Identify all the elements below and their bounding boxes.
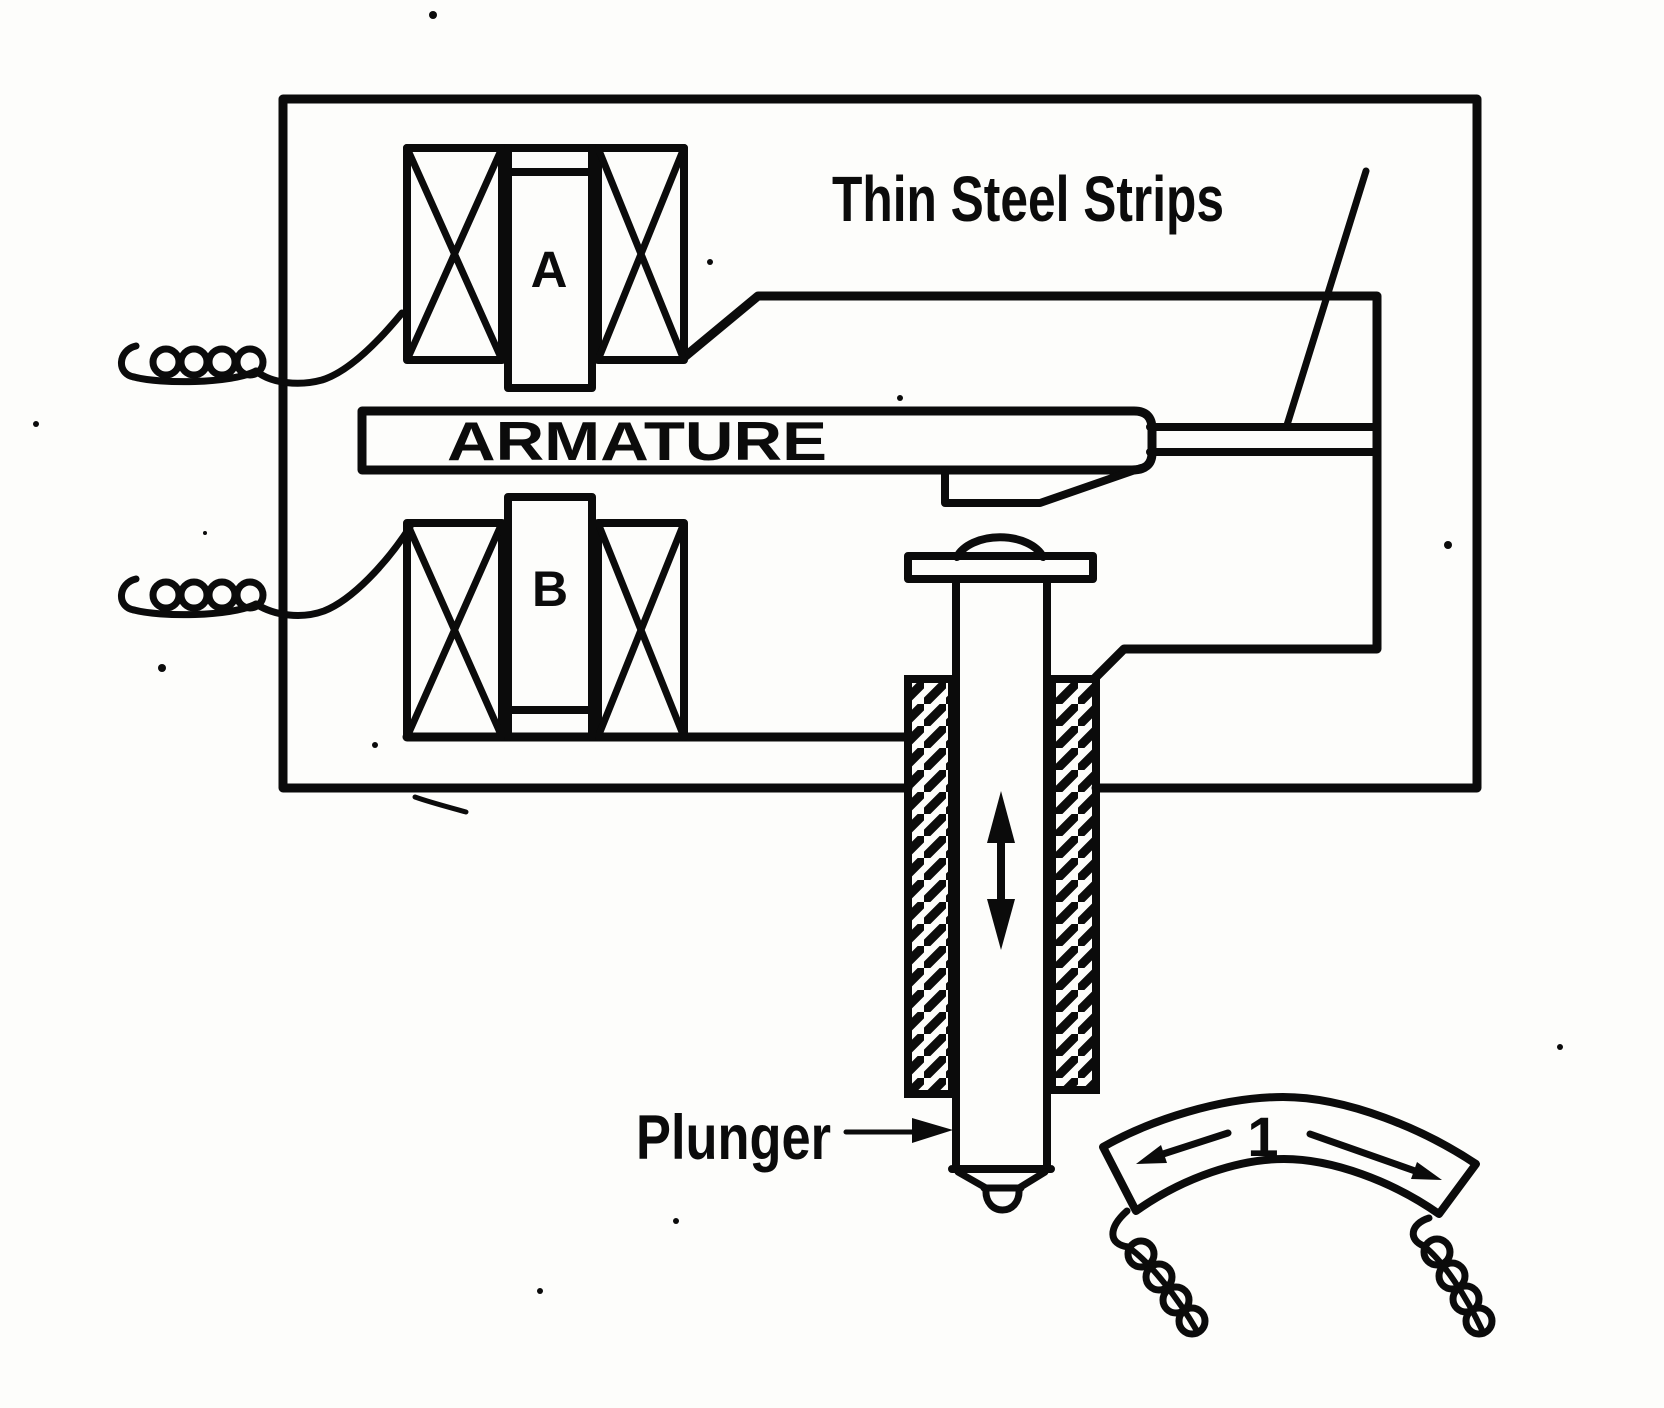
spring-left-hook: [1109, 1207, 1132, 1251]
reed-arrow-right-head: [1411, 1162, 1442, 1180]
coil-a-winding-right-x: [594, 144, 688, 364]
scan-specks: [33, 11, 1563, 1294]
spring-right-core: [1421, 1243, 1485, 1333]
lead-top-loop: [149, 345, 183, 379]
motion-arrow-down-head: [987, 899, 1015, 950]
speck: [897, 395, 903, 401]
coil-a-winding-left: [403, 144, 506, 364]
armature-striker-tab: [941, 464, 1145, 507]
plunger-arrow-head: [912, 1118, 953, 1143]
reed-band: [1099, 1093, 1480, 1218]
speck-dash: [412, 794, 469, 815]
lead-top-wire: [252, 309, 406, 387]
plunger-guide-left: [904, 675, 956, 1098]
spring-left-loop: [1175, 1304, 1209, 1338]
outer-case: [278, 94, 1482, 793]
supply-lead-bottom: [118, 523, 414, 619]
speck: [158, 664, 166, 672]
lead-bottom-baseline: [130, 600, 260, 619]
speck: [429, 11, 437, 19]
spring-right-loop: [1435, 1259, 1469, 1293]
coil-b: B: [403, 493, 688, 741]
coil-b-winding-left: [403, 519, 506, 741]
steel-strips: [1146, 423, 1381, 456]
speck: [707, 259, 713, 265]
plunger-dome-head: [953, 533, 1047, 561]
spring-left-loop: [1142, 1260, 1176, 1294]
coil-a-core: [504, 144, 596, 392]
plunger-motion-arrow: [987, 791, 1015, 950]
speck: [537, 1288, 543, 1294]
coil-b-label: B: [532, 561, 568, 617]
reed-spring-right: [1409, 1214, 1496, 1338]
lead-bottom-hook: [118, 575, 140, 614]
coil-b-winding-right-x: [594, 519, 688, 741]
speck: [1557, 1044, 1563, 1050]
strips-pointer-line: [1283, 167, 1370, 429]
lead-top-loop: [177, 345, 211, 379]
reed-arrow-left-head: [1136, 1145, 1167, 1164]
reed-arrow-right-tail: [1306, 1130, 1422, 1176]
plunger-tip: [954, 1168, 1049, 1214]
speck: [1444, 541, 1452, 549]
spring-right-loop: [1420, 1235, 1454, 1269]
yoke-upper-outline: [677, 291, 1382, 684]
plunger-assembly: [904, 533, 1100, 1214]
lead-top-baseline: [130, 367, 260, 386]
plunger-label: Plunger: [636, 1103, 831, 1173]
motion-arrow-up-head: [987, 791, 1015, 843]
reed-arrow-left-tail: [1156, 1129, 1232, 1159]
speck: [673, 1218, 679, 1224]
coil-a-winding-right: [594, 144, 688, 364]
coil-b-winding-left-x: [403, 519, 506, 741]
plunger-shaft: [948, 575, 1055, 1173]
spring-right-hook: [1409, 1214, 1433, 1250]
thin-steel-strips: Thin Steel Strips: [832, 163, 1381, 456]
reed-contact: 1: [1099, 1093, 1496, 1338]
coil-a: A: [403, 144, 688, 392]
supply-lead-top: [118, 309, 406, 387]
lead-bottom-wire: [252, 523, 414, 619]
speck: [372, 742, 378, 748]
coil-b-core: [504, 493, 596, 741]
lead-top-loop: [205, 345, 239, 379]
reed-spring-left: [1109, 1207, 1209, 1338]
plunger-callout: Plunger: [636, 1103, 953, 1173]
spring-left-core: [1125, 1244, 1200, 1334]
coil-a-winding-left-x: [403, 144, 506, 364]
lead-bottom-loop: [205, 578, 239, 612]
speck: [33, 421, 39, 427]
plunger-flange: [904, 552, 1097, 583]
magnetic-frame: [402, 291, 1382, 742]
coil-b-winding-right: [594, 519, 688, 741]
armature-label: ARMATURE: [447, 410, 827, 472]
lead-bottom-loop: [177, 578, 211, 612]
lead-bottom-loop: [149, 578, 183, 612]
spring-right-loop: [1462, 1304, 1496, 1338]
lead-top-hook: [118, 342, 140, 381]
armature: ARMATURE: [357, 406, 1157, 507]
spring-left-loop: [1159, 1283, 1193, 1317]
speck: [203, 531, 207, 535]
spring-left-loop: [1124, 1237, 1158, 1271]
strips-label: Thin Steel Strips: [832, 163, 1224, 235]
outer-case-outline: [278, 94, 1482, 793]
reed-label: 1: [1247, 1105, 1278, 1168]
plunger-guide-right: [1048, 675, 1100, 1094]
coil-a-label: A: [531, 241, 568, 298]
